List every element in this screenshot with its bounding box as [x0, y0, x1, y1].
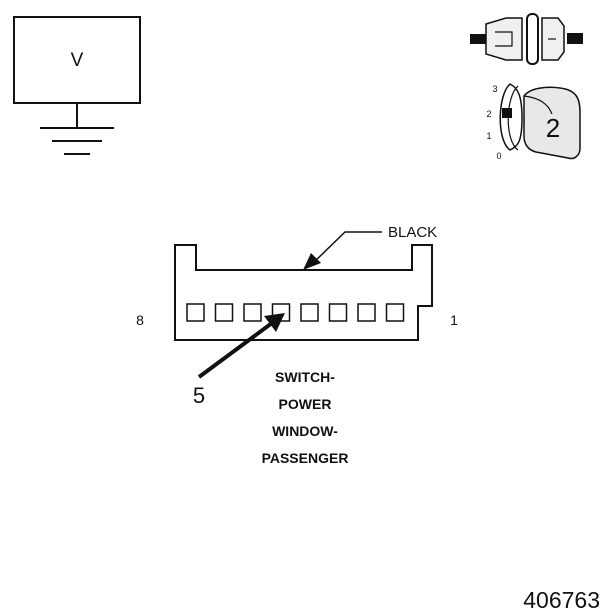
- connector-pin-cavity: [300, 303, 319, 322]
- connector-pin-8-label: 8: [136, 312, 144, 328]
- connector-pin-1-label: 1: [450, 312, 458, 328]
- voltmeter-symbol: V: [71, 50, 84, 71]
- voltmeter-box: [13, 16, 141, 104]
- ground-icon: [40, 127, 114, 155]
- connector-pin-cavity: [214, 303, 234, 322]
- key-position-2: 2: [486, 109, 491, 119]
- probe-arrowhead: [264, 313, 285, 332]
- key-position-0: 0: [496, 151, 501, 161]
- connector-pin-cavity: [357, 303, 376, 322]
- component-description: SWITCH- POWER WINDOW- PASSENGER: [262, 369, 349, 466]
- description-line-4: PASSENGER: [262, 450, 349, 466]
- connector-pin-cavity: [328, 303, 348, 322]
- probed-pin-label: 5: [193, 383, 205, 408]
- connector-pins: [186, 303, 405, 322]
- connector: 8 1: [136, 244, 458, 341]
- ignition-key-icon: 3 2 1 0 2: [486, 83, 581, 161]
- key-label: 2: [546, 113, 560, 143]
- probe-callout: 5: [193, 313, 285, 408]
- connector-color-callout: BLACK: [303, 224, 437, 270]
- voltmeter: V: [13, 16, 141, 155]
- description-line-2: POWER: [279, 396, 332, 412]
- connector-pin-cavity: [186, 303, 205, 322]
- connector-pin-cavity: [385, 303, 405, 322]
- connector-housing: [174, 244, 433, 341]
- connector-color-label: BLACK: [388, 224, 437, 241]
- figure-number: 406763: [523, 587, 600, 613]
- key-position-1: 1: [486, 131, 491, 141]
- connector-pin-cavity: [243, 303, 262, 322]
- connector-disconnected-icon: [470, 13, 583, 65]
- arrowhead: [303, 253, 321, 270]
- key-position-3: 3: [492, 84, 497, 94]
- description-line-3: WINDOW-: [272, 423, 338, 439]
- description-line-1: SWITCH-: [275, 369, 335, 385]
